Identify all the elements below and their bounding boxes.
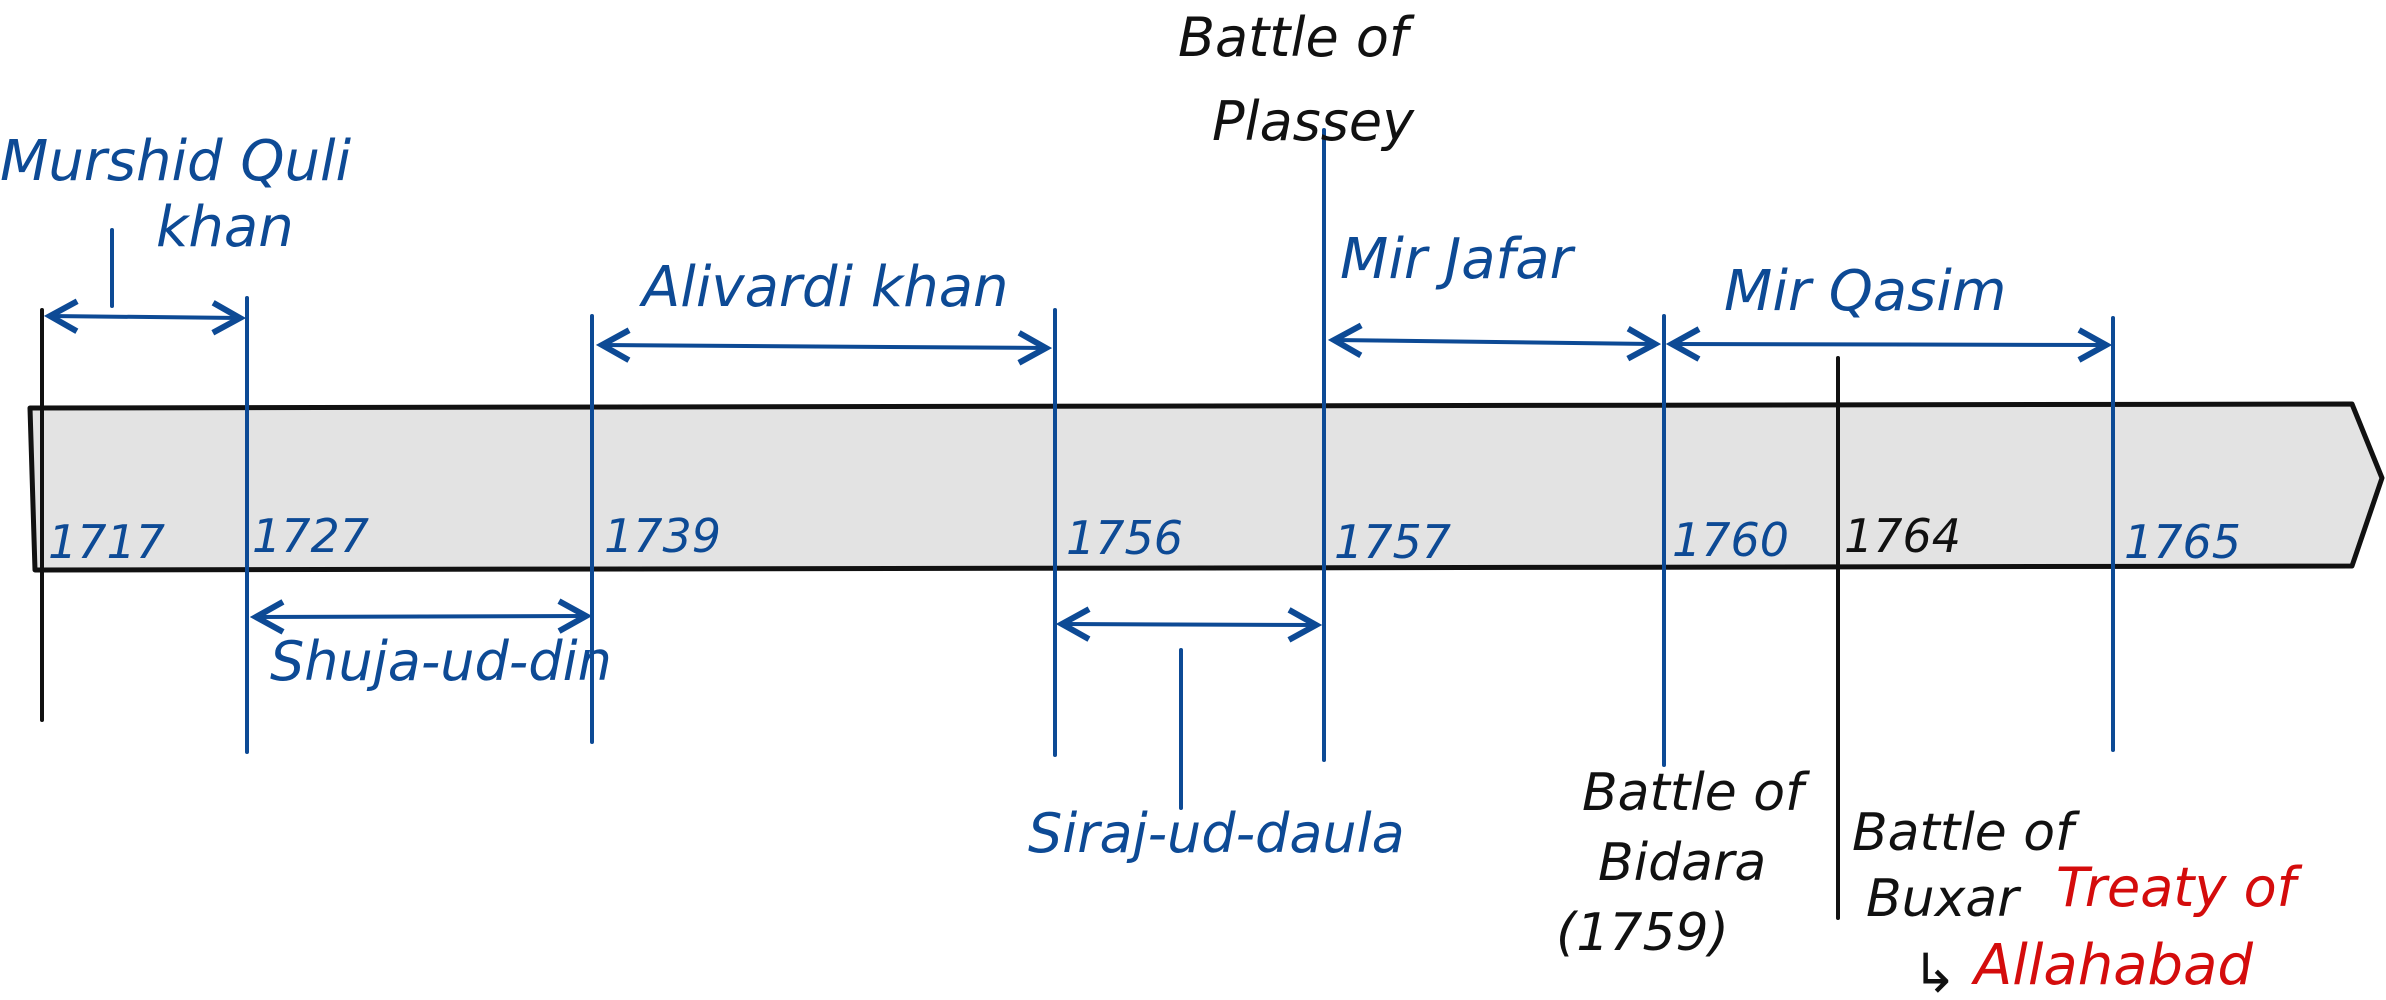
- buxar-arrow-icon: ↳: [1912, 942, 1957, 1000]
- murshid-label-line2: khan: [156, 195, 294, 260]
- year-label: 1727: [252, 509, 369, 563]
- alivardi-label: Alivardi khan: [639, 255, 1009, 320]
- year-label: 1757: [1334, 515, 1451, 569]
- plassey-label-line1: Battle of: [1178, 6, 1415, 69]
- shuja-label: Shuja-ud-din: [270, 630, 612, 693]
- murshid-span-arrow: [50, 316, 240, 318]
- bidara-label-line1: Battle of: [1582, 763, 1810, 823]
- year-label: 1760: [1672, 513, 1789, 567]
- alivardi-span-arrow: [602, 345, 1046, 348]
- murshid-label-line1: Murshid Quli: [0, 129, 352, 194]
- year-label: 1717: [48, 515, 165, 569]
- year-label: 1764: [1844, 509, 1961, 563]
- mir-jafar-label: Mir Jafar: [1340, 227, 1576, 292]
- siraj-label: Siraj-ud-daula: [1028, 802, 1405, 865]
- year-label: 1756: [1066, 511, 1183, 565]
- year-label: 1739: [604, 509, 721, 563]
- timeline-band: [27, 401, 2385, 573]
- shuja-span-arrow: [256, 616, 586, 617]
- buxar-label-line1: Battle of: [1852, 803, 2080, 863]
- bidara-label-line2: Bidara: [1598, 833, 1766, 893]
- mir-qasim-label: Mir Qasim: [1724, 259, 2006, 324]
- bidara-year-label: (1759): [1556, 903, 1729, 963]
- siraj-span-arrow: [1062, 624, 1316, 625]
- mir-jafar-span-arrow: [1334, 340, 1655, 344]
- treaty-label-line1: Treaty of: [2056, 856, 2303, 919]
- buxar-label-line2: Buxar: [1866, 869, 2022, 929]
- mir-qasim-span-arrow: [1672, 344, 2106, 345]
- treaty-label-line2: Allahabad: [1971, 933, 2253, 998]
- year-label: 1765: [2124, 515, 2241, 569]
- plassey-label-line2: Plassey: [1212, 90, 1415, 153]
